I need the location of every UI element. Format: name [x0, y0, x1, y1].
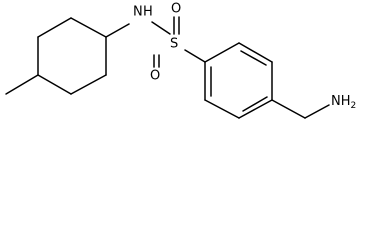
amide-nitrogen-label: N — [133, 5, 143, 20]
amine-subscript-text: 2 — [351, 101, 357, 111]
bond-methyl — [5, 74, 39, 95]
bond-ar-inner-3 — [240, 50, 267, 66]
benzene-ring — [204, 42, 273, 119]
bond-ch2-n — [304, 104, 330, 119]
bond-c4-c5 — [37, 74, 72, 95]
cyclohexane-ring — [37, 17, 107, 95]
structure-diagram: N H S O O — [5, 2, 356, 119]
bond-c1-c2 — [70, 17, 107, 38]
bond-ring-n — [105, 23, 130, 38]
bond-ar3-ar4 — [238, 99, 273, 119]
amine-label: NH2 — [331, 94, 356, 111]
bond-ar2-ar3 — [204, 99, 240, 119]
bond-c5-c6 — [70, 74, 107, 95]
bond-ar6-ar1 — [204, 42, 240, 63]
bond-n-s — [151, 21, 171, 35]
oxygen-top-label: O — [171, 2, 181, 17]
molecule-drawing: N H S O O — [5, 2, 356, 119]
bond-ar5-ar6 — [238, 42, 273, 63]
amide-hydrogen-label: H — [143, 5, 153, 20]
sulfur-label: S — [170, 37, 178, 52]
bond-ar-inner-2 — [242, 96, 268, 112]
amine-nh-text: NH — [331, 94, 351, 109]
oxygen-bottom-label: O — [150, 69, 160, 84]
bond-aryl-ch2 — [271, 99, 306, 119]
bond-c2-c3 — [37, 17, 72, 38]
bond-s-aryl — [184, 49, 206, 63]
